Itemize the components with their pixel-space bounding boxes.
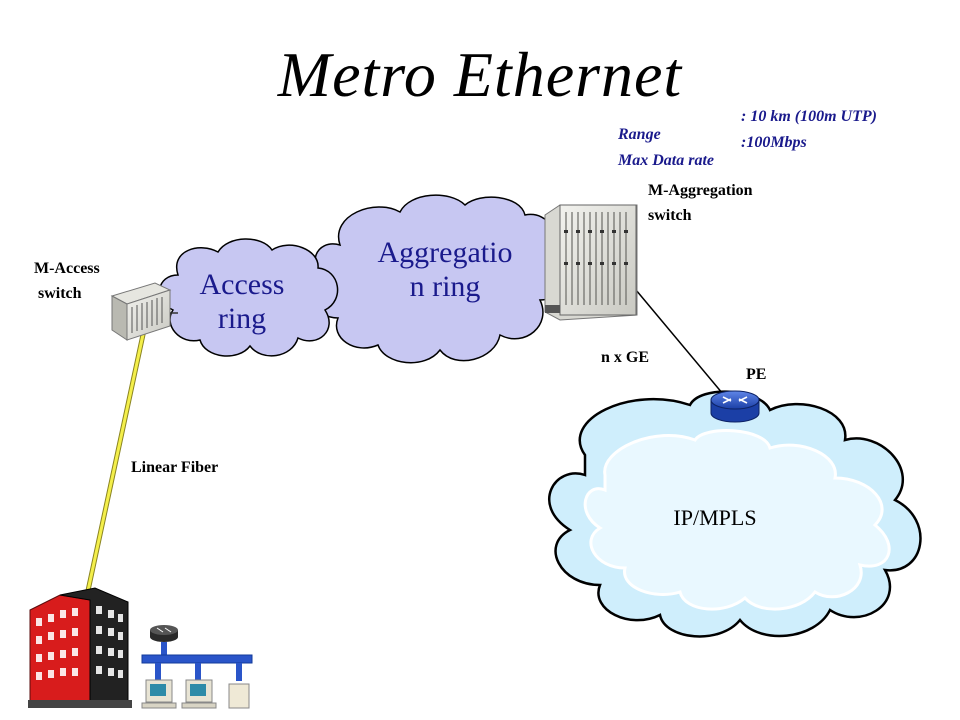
access-switch-label-1: M-Access [34,260,100,277]
aggregation-ring-line-1: Aggregatio [377,236,513,269]
aggregation-switch-icon [544,204,638,321]
router-icon [710,390,760,423]
ge-link-line [635,289,729,401]
range-spec: Range : 10 km (100m UTP) [610,108,877,144]
access-ring-label: Access ring [182,268,302,336]
pe-label: PE [746,366,767,383]
rate-label: Max Data rate [618,152,714,169]
lan-icon [141,625,253,709]
linear-fiber-line [83,329,147,601]
aggregation-switch-label-1: M-Aggregation [648,182,753,199]
building-icon [28,587,132,708]
link-label: n x GE [601,349,650,366]
rate-spec: Max Data rate :100Mbps [610,134,807,170]
page-title: Metro Ethernet [277,39,683,110]
access-ring-line-1: Access [199,268,285,301]
aggregation-switch-label-2: switch [648,207,692,224]
fiber-label: Linear Fiber [131,459,219,476]
access-ring-cloud [158,238,339,357]
aggregation-ring-label: Aggregatio n ring [360,236,530,304]
aggregation-ring-cloud [314,194,563,364]
rate-value: :100Mbps [741,134,807,151]
access-switch-icon [110,282,178,341]
range-value: : 10 km (100m UTP) [741,108,877,125]
range-label: Range [618,126,661,143]
ip-mpls-cloud-inner [583,429,891,611]
ip-mpls-label: IP/MPLS [673,505,757,530]
access-ring-line-2: ring [217,302,267,335]
access-switch-label-2: switch [34,285,82,302]
aggregation-ring-line-2: n ring [409,270,481,303]
